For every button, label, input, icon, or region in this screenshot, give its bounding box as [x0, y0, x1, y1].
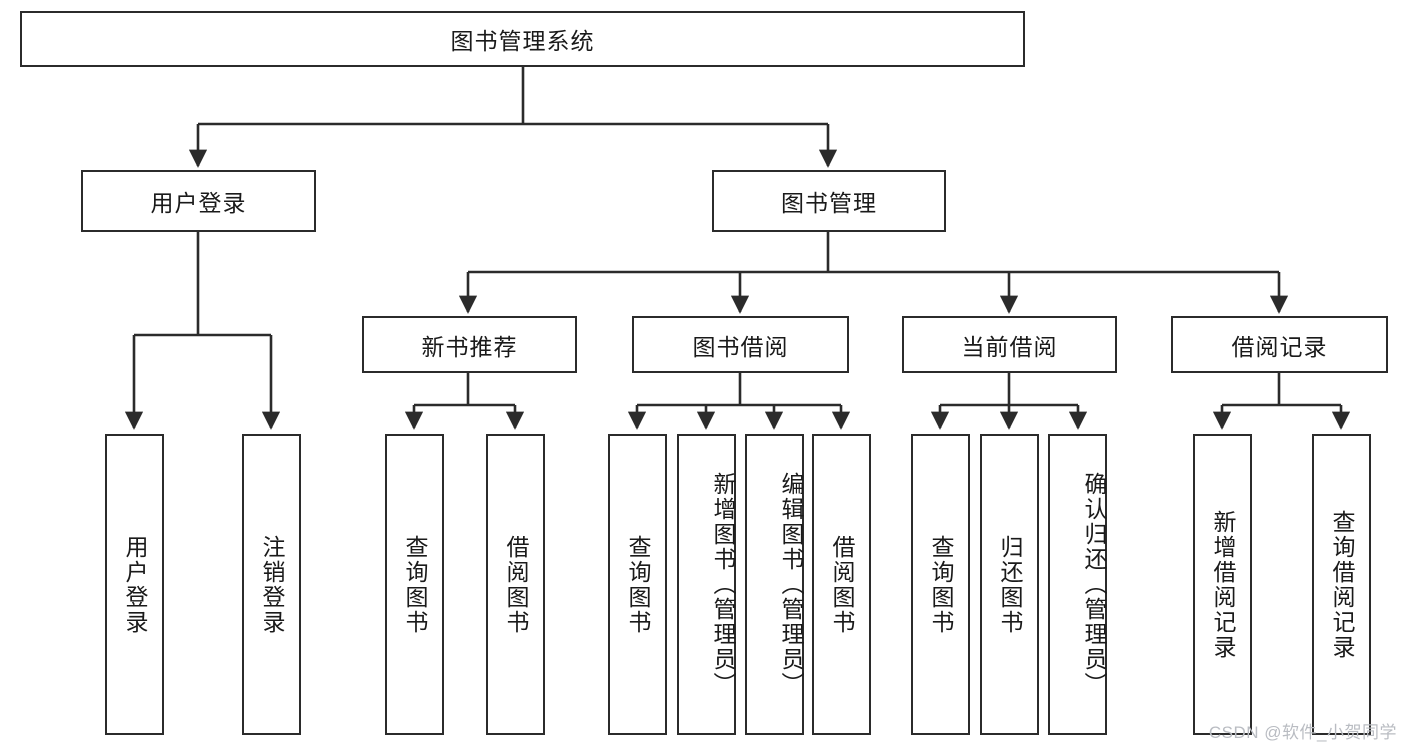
node-book-management[interactable]: 图书管理 — [712, 170, 946, 232]
node-label: 编辑图书（管理员） — [778, 472, 804, 697]
node-label: 归还图书 — [997, 534, 1023, 635]
leaf-edit-book-admin[interactable]: 编辑图书（管理员） — [745, 434, 804, 735]
node-borrow-record[interactable]: 借阅记录 — [1171, 316, 1388, 373]
leaf-add-book-admin[interactable]: 新增图书（管理员） — [677, 434, 736, 735]
node-label: 注销登录 — [259, 534, 285, 635]
leaf-query-borrow-record[interactable]: 查询借阅记录 — [1312, 434, 1371, 735]
node-root-system[interactable]: 图书管理系统 — [20, 11, 1025, 67]
leaf-query-book-current[interactable]: 查询图书 — [911, 434, 970, 735]
node-label: 新增图书（管理员） — [710, 472, 736, 697]
leaf-logout[interactable]: 注销登录 — [242, 434, 301, 735]
leaf-borrow-book[interactable]: 借阅图书 — [812, 434, 871, 735]
node-user-login[interactable]: 用户登录 — [81, 170, 316, 232]
leaf-confirm-return-admin[interactable]: 确认归还（管理员） — [1048, 434, 1107, 735]
node-label: 查询借阅记录 — [1329, 509, 1355, 660]
node-label: 图书管理 — [781, 190, 877, 216]
node-label: 借阅图书 — [829, 534, 855, 635]
node-label: 借阅图书 — [503, 534, 529, 635]
node-current-borrow[interactable]: 当前借阅 — [902, 316, 1117, 373]
leaf-user-login[interactable]: 用户登录 — [105, 434, 164, 735]
leaf-borrow-book-recommend[interactable]: 借阅图书 — [486, 434, 545, 735]
node-label: 查询图书 — [402, 534, 428, 635]
node-label: 确认归还（管理员） — [1081, 472, 1107, 697]
node-label: 图书管理系统 — [450, 28, 595, 54]
node-label: 当前借阅 — [961, 333, 1058, 360]
node-label: 新增借阅记录 — [1210, 509, 1236, 660]
node-label: 查询图书 — [625, 534, 651, 635]
node-book-borrow[interactable]: 图书借阅 — [632, 316, 849, 373]
node-label: 图书借阅 — [692, 333, 789, 360]
node-new-book-recommend[interactable]: 新书推荐 — [362, 316, 577, 373]
node-label: 新书推荐 — [421, 333, 518, 360]
node-label: 用户登录 — [150, 190, 247, 216]
node-label: 借阅记录 — [1231, 333, 1328, 360]
leaf-query-book-borrow[interactable]: 查询图书 — [608, 434, 667, 735]
node-label: 用户登录 — [122, 534, 148, 635]
leaf-query-book-recommend[interactable]: 查询图书 — [385, 434, 444, 735]
node-label: 查询图书 — [928, 534, 954, 635]
leaf-return-book[interactable]: 归还图书 — [980, 434, 1039, 735]
leaf-add-borrow-record[interactable]: 新增借阅记录 — [1193, 434, 1252, 735]
